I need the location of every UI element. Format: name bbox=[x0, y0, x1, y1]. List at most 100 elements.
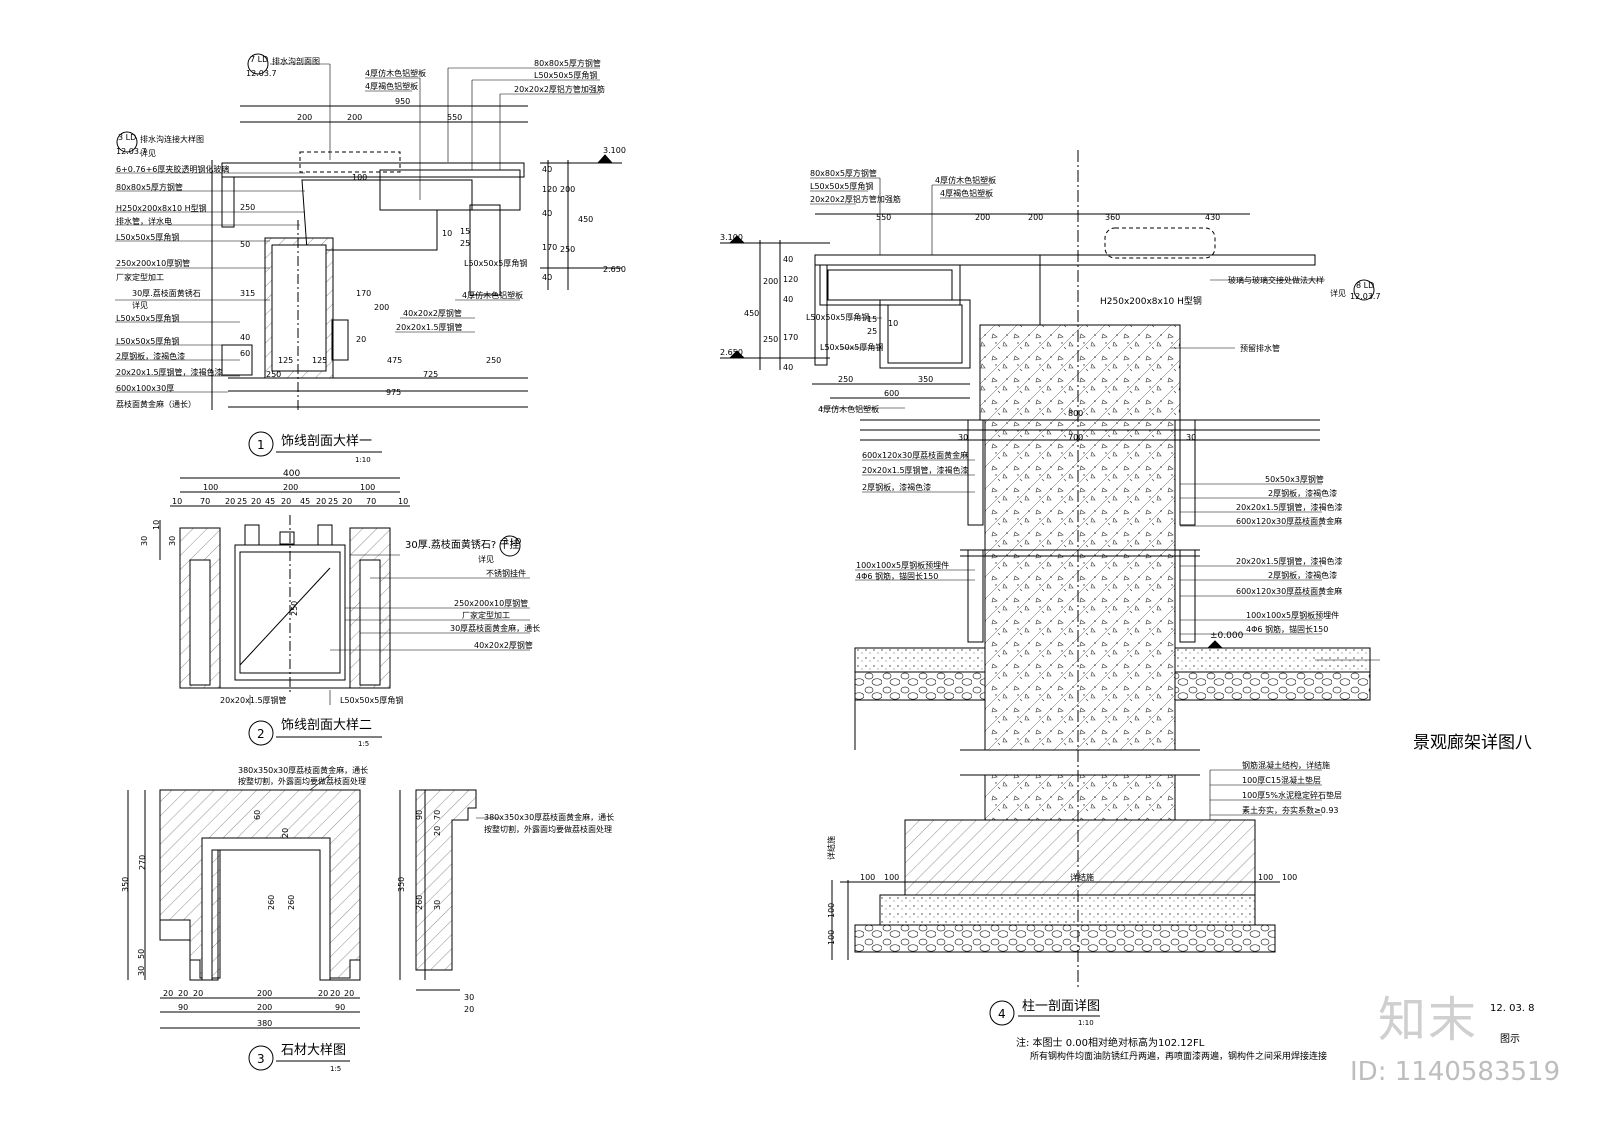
d4-rl-7: 100x100x5厚钢板预埋件 bbox=[1246, 610, 1339, 620]
d3-side-0: 350 bbox=[397, 877, 406, 892]
d3-inner-2: 260 bbox=[267, 895, 276, 910]
ref-top-2: 12.03.7 bbox=[246, 69, 277, 78]
d3-side-3: 20 bbox=[433, 826, 442, 836]
d2-label-2: 厂家定型加工 bbox=[462, 610, 510, 620]
d3-inner-1: 20 bbox=[281, 828, 290, 838]
detail-4-text: 80x80x5厚方钢管 L50x50x5厚角钢 20x20x2厚铝方管加强筋 4… bbox=[720, 168, 1381, 945]
d4-fd-5: 100 bbox=[827, 930, 836, 945]
d4-top-2: 20x20x2厚铝方管加强筋 bbox=[810, 194, 901, 204]
d4-ref-0: 玻璃与玻璃交接处做法大样 bbox=[1228, 275, 1324, 285]
d4-fl-0: 钢筋混凝土结构，详结施 bbox=[1242, 760, 1330, 770]
detail-3-title: 3 石材大样图 1:5 bbox=[248, 1043, 350, 1073]
general-note-2: 所有钢构件均面油防锈红丹两遍，再喷面漆两遍，钢构件之间采用焊接连接 bbox=[1030, 1052, 1328, 1062]
d4-dl-6: 250 bbox=[763, 335, 778, 344]
detail-3 bbox=[127, 774, 500, 1029]
d1-dim-b0: 125 bbox=[278, 356, 293, 365]
d4-rl-1: 2厚钢板，漆褐色漆 bbox=[1268, 488, 1337, 498]
d3-side-5: 30 bbox=[433, 900, 442, 910]
d2-label-3: 30厚荔枝面黄金麻，通长 bbox=[450, 623, 540, 633]
d1-label-l10: L50x50x5厚角钢 bbox=[116, 336, 179, 346]
d1-label-r6: 4厚仿木色铝塑板 bbox=[462, 290, 523, 300]
d1-label-l7: 30厚.荔枝面黄锈石 bbox=[132, 288, 201, 298]
d1-dim-b1: 125 bbox=[312, 356, 327, 365]
d3-label1-b: 按整切割，外露面均要做荔枝面处理 bbox=[238, 776, 366, 786]
legend-label: 图示 bbox=[1500, 1034, 1520, 1045]
d2-label-1: 250x200x10厚钢管 bbox=[454, 598, 528, 608]
d1-label-r5: L50x50x5厚角钢 bbox=[464, 258, 527, 268]
d1-dim-b2: 475 bbox=[387, 356, 402, 365]
d1-dim-r3: 170 bbox=[542, 243, 557, 252]
d2-dim-0: 400 bbox=[283, 469, 300, 479]
d2-dim-13: 25 bbox=[328, 497, 338, 506]
detail-2-text: 400 100 200 100 10 70 20 25 20 45 20 45 … bbox=[140, 469, 540, 705]
d4-dl-3: 170 bbox=[783, 333, 798, 342]
d4-dimtop-1: 200 bbox=[975, 213, 990, 222]
d4-ref-2: 12.03.7 bbox=[1350, 292, 1381, 301]
d4-fd-2: 100 bbox=[884, 873, 899, 882]
d4-rl-6: 600x120x30厚荔枝面黄金麻 bbox=[1236, 586, 1342, 596]
detail-4 bbox=[720, 150, 1380, 990]
d1-label-l9: L50x50x5厚角钢 bbox=[116, 313, 179, 323]
d4-dimtop-3: 360 bbox=[1105, 213, 1120, 222]
d4-top-1: L50x50x5厚角钢 bbox=[810, 181, 873, 191]
d2-dim-14: 20 bbox=[342, 497, 352, 506]
d4-sd-9: 30 bbox=[1186, 433, 1196, 442]
d3-side-4: 260 bbox=[415, 895, 424, 910]
d4-dl-1: 120 bbox=[783, 275, 798, 284]
d2-dim-12: 20 bbox=[316, 497, 326, 506]
d1-inner-5: 200 bbox=[374, 303, 389, 312]
d2-dim-3: 100 bbox=[360, 483, 375, 492]
detail-2-title: 2 饰线剖面大样二 1:5 bbox=[248, 718, 382, 748]
d1-dim-b6: 975 bbox=[386, 388, 401, 397]
detail-1-text: 7 LD 12.03.7 排水沟剖面图 3 LD 12.03.7 排水沟连接大样… bbox=[116, 53, 626, 409]
d1-dim-r4: 40 bbox=[542, 273, 552, 282]
d2-dim-1: 100 bbox=[203, 483, 218, 492]
d1-label-l3: 排水管，详水电 bbox=[116, 216, 172, 226]
d2-dim-7: 25 bbox=[237, 497, 247, 506]
d3-side-1: 90 bbox=[415, 810, 424, 820]
d3-side-6: 30 bbox=[464, 993, 474, 1002]
d2-dim-16: 10 bbox=[398, 497, 408, 506]
d1-label-r8: 20x20x1.5厚钢管 bbox=[396, 322, 463, 332]
d1-dim-l2: 315 bbox=[240, 289, 255, 298]
d1-dim-top2: 200 bbox=[347, 113, 362, 122]
d2-dim-8: 20 bbox=[251, 497, 261, 506]
d1-label-r7: 40x20x2厚钢管 bbox=[403, 308, 462, 318]
detail-1-name: 饰线剖面大样一 bbox=[281, 434, 372, 449]
d1-label-l0: 6+0.76+6厚夹胶透明钢化玻璃 bbox=[116, 164, 229, 174]
d1-inner-1: 10 bbox=[442, 229, 452, 238]
d2-dim-6: 20 bbox=[225, 497, 235, 506]
d3-dim-l1: 270 bbox=[138, 855, 147, 870]
d4-dimtop-4: 430 bbox=[1205, 213, 1220, 222]
d1-dim-b5: 725 bbox=[423, 370, 438, 379]
d1-inner-2: 15 bbox=[460, 227, 470, 236]
d1-dim-r0: 40 bbox=[542, 165, 552, 174]
detail-1-num: 1 bbox=[257, 438, 265, 452]
d1-label-r2: 20x20x2厚铝方管加强筋 bbox=[514, 84, 605, 94]
d1-inner-6: 20 bbox=[356, 335, 366, 344]
d4-elev-1: 2.650 bbox=[720, 348, 743, 357]
detail-1 bbox=[115, 63, 622, 410]
detail-3-scale: 1:5 bbox=[330, 1065, 341, 1073]
d2-inner-0: 250 bbox=[290, 601, 299, 616]
d2-ref-1: 3 LD bbox=[503, 537, 521, 546]
d4-ref-1: 8 LD bbox=[1356, 281, 1374, 290]
d1-label-l2: H250x200x8x10 H型钢 bbox=[116, 203, 207, 213]
detail-3-num: 3 bbox=[257, 1052, 265, 1066]
ref-top-1: 7 LD bbox=[250, 55, 268, 64]
ref-bubble-top bbox=[247, 53, 269, 75]
d1-dim-r7: 450 bbox=[578, 215, 593, 224]
d1-dim-l4: 60 bbox=[240, 349, 250, 358]
d4-sd-4: 350 bbox=[918, 375, 933, 384]
d4-ll-1: 20x20x1.5厚钢管，漆褐色漆 bbox=[862, 465, 969, 475]
d4-sd-1: 25 bbox=[867, 327, 877, 336]
d4-top-0: 80x80x5厚方钢管 bbox=[810, 168, 877, 178]
d3-side-2: 70 bbox=[433, 810, 442, 820]
d3-dim-b8: 200 bbox=[257, 1003, 272, 1012]
d1-label-l13: 600x100x30厚 bbox=[116, 384, 174, 393]
d3-dim-b10: 380 bbox=[257, 1019, 272, 1028]
d1-label-l14: 荔枝面黄金麻（通长） bbox=[116, 399, 196, 409]
d3-dim-b6: 20 bbox=[344, 989, 354, 998]
d3-dim-b3: 200 bbox=[257, 989, 272, 998]
d4-dimtop-0: 550 bbox=[876, 213, 891, 222]
